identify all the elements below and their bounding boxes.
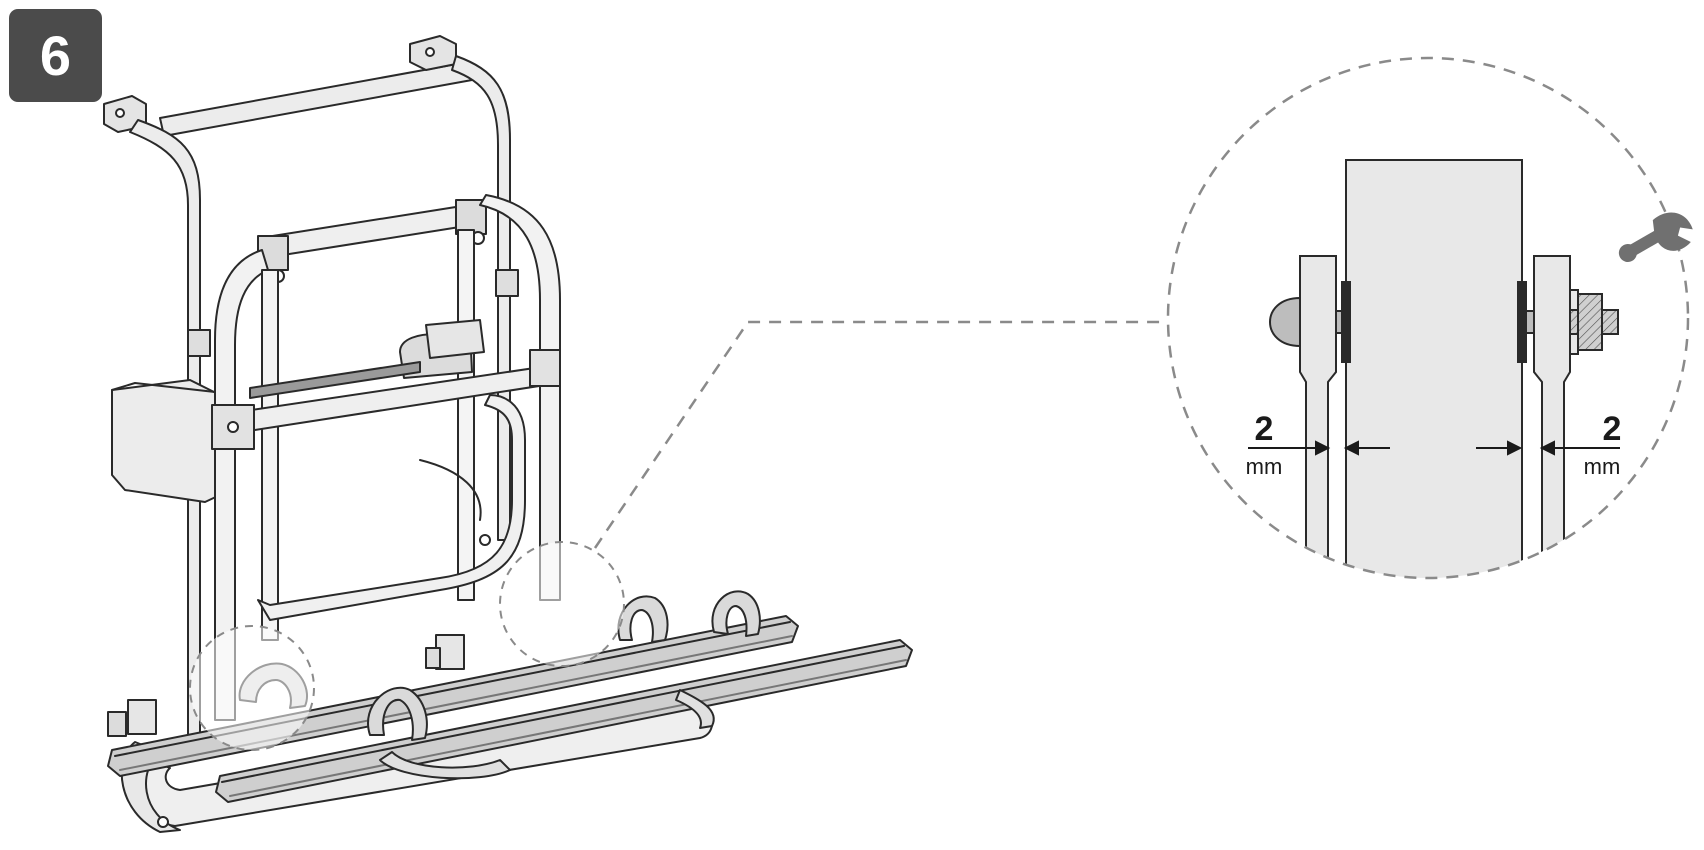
callout-leader-line: [593, 320, 1168, 549]
lamp-housing: [111, 379, 221, 503]
lock-mechanism: [249, 319, 485, 399]
step-number-badge: 6: [9, 9, 102, 102]
left-gap-dimension: [1248, 440, 1390, 456]
lower-holder-loop: [257, 394, 526, 621]
wrench-icon: [1618, 212, 1693, 262]
right-gap-dimension: [1476, 440, 1620, 456]
right-gap-unit: mm: [1584, 454, 1621, 479]
left-gap-unit: mm: [1246, 454, 1283, 479]
magnified-detail: 2 mm 2 mm: [1166, 56, 1690, 580]
detail-marker-right: [499, 541, 625, 667]
right-gap-value: 2: [1603, 410, 1622, 448]
detail-marker-left: [189, 625, 315, 751]
left-gap-value: 2: [1255, 410, 1274, 448]
bike-rack-illustration: [103, 35, 913, 833]
upper-frame: [103, 35, 519, 761]
left-bracket-plate: [1299, 255, 1337, 578]
bolt-head: [1268, 296, 1301, 348]
rail-clamp: [127, 699, 157, 735]
nut: [1577, 293, 1603, 351]
center-tube: [1345, 159, 1523, 578]
